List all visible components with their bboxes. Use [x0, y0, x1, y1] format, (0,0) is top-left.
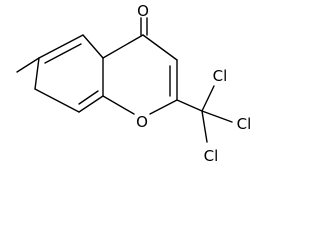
bond-c2-ccl3: [176, 99, 203, 112]
chemical-structure: O O Cl Cl Cl: [16, 2, 252, 165]
bond-benzene-4-inner: [78, 90, 99, 105]
atom-label-chlorine-right: Cl: [237, 115, 252, 133]
bond-c4a-c4: [102, 34, 144, 59]
bond-benzene-3: [34, 88, 80, 113]
bond-benzene-4: [78, 95, 104, 113]
bond-c2-o1: [149, 99, 178, 115]
bond-methyl: [16, 57, 40, 73]
atom-label-ring-oxygen: O: [136, 113, 148, 131]
bond-o1-c8a: [102, 95, 135, 115]
atom-label-chlorine-top: Cl: [213, 67, 228, 85]
bond-benzene-2: [38, 34, 84, 59]
bond-benzene-2-inner: [44, 43, 82, 64]
atom-label-chlorine-bottom: Cl: [204, 147, 219, 165]
bond-benzene-6: [82, 34, 104, 59]
bond-ccl-top: [201, 85, 215, 112]
bond-ccl-right: [201, 110, 233, 123]
bond-c4-c3: [142, 34, 178, 61]
bond-benzene-1: [34, 57, 40, 90]
atom-label-carbonyl-oxygen: O: [137, 2, 149, 20]
bond-ccl-bottom: [201, 110, 208, 143]
